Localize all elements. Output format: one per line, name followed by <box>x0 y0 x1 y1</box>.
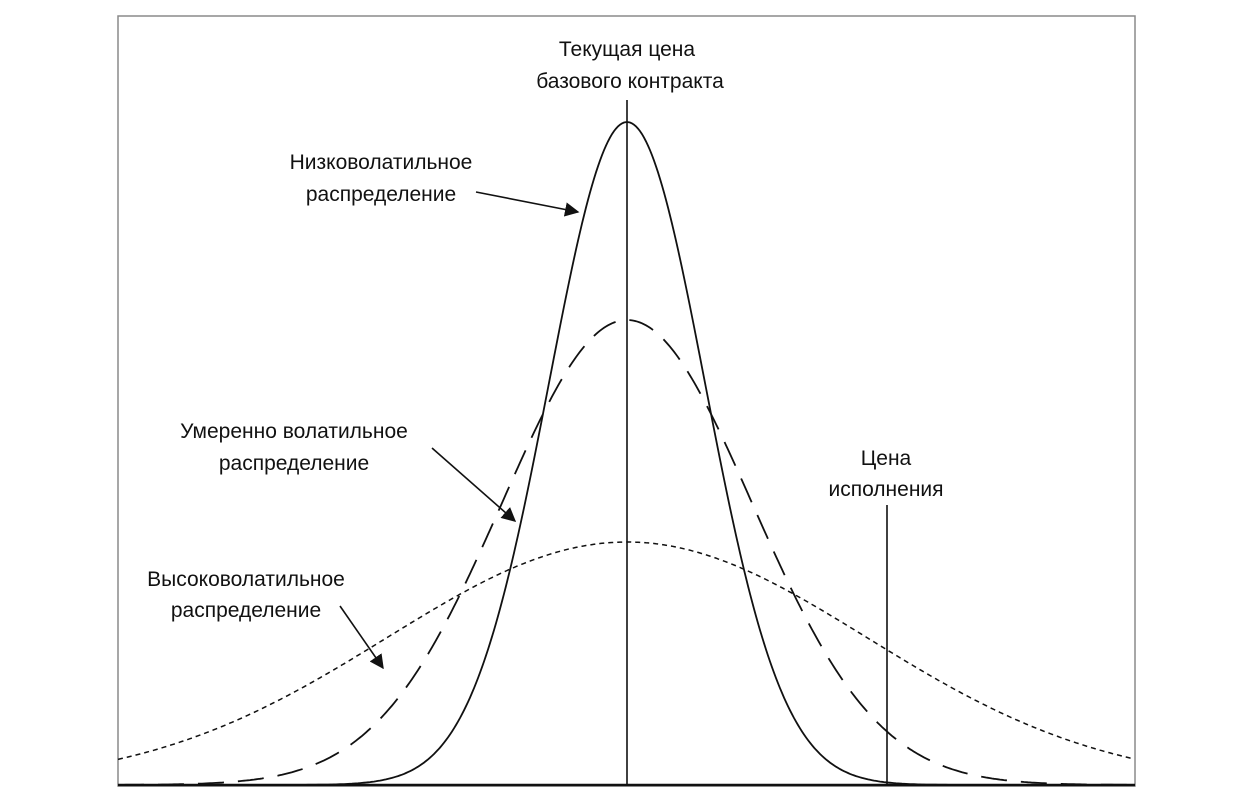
high-volatility-arrow <box>339 605 384 670</box>
moderate-volatility-label-line2: распределение <box>219 452 369 475</box>
strike-price-label-line2: исполнения <box>828 478 943 501</box>
moderate-volatility-arrow <box>431 447 517 522</box>
moderate-volatility-label-line1: Умеренно волатильное <box>180 420 408 443</box>
current-price-label-line1: Текущая цена <box>559 38 695 61</box>
low-volatility-arrow <box>475 191 580 217</box>
strike-price-label-line1: Цена <box>861 447 912 470</box>
current-price-label-line2: базового контракта <box>536 70 724 93</box>
high-volatility-curve <box>117 541 1135 761</box>
low-volatility-label-line1: Низковолатильное <box>290 151 473 174</box>
moderate-volatility-curve <box>118 319 1134 786</box>
low-volatility-label-line2: распределение <box>306 183 456 206</box>
high-volatility-label-line1: Высоковолатильное <box>147 568 345 591</box>
low-volatility-curve <box>118 121 1134 786</box>
high-volatility-label-line2: распределение <box>171 599 321 622</box>
